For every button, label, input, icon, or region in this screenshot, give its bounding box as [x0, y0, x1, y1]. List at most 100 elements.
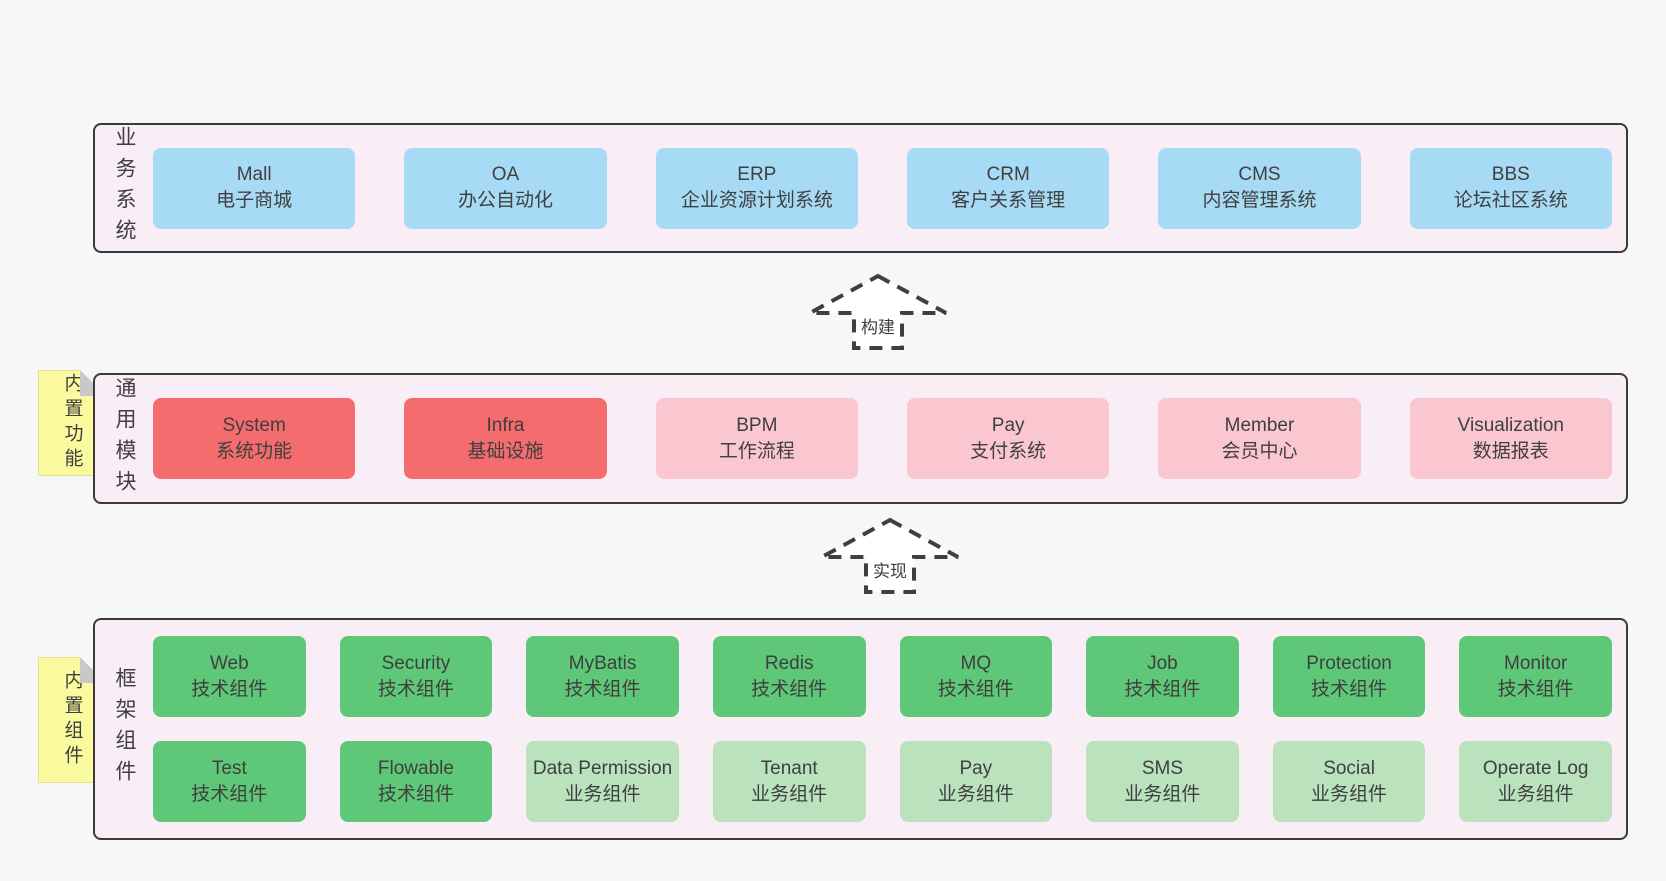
box-desc: 业务组件 [1124, 783, 1201, 805]
box-flowable: Flowable 技术组件 [339, 741, 493, 822]
box-name: Web [209, 652, 249, 674]
panel-rows: System 系统功能 Infra 基础设施 BPM 工作流程 Pay 支付系统… [153, 375, 1626, 502]
box-name: Mall [236, 164, 272, 185]
box-mybatis: MyBatis 技术组件 [526, 636, 679, 717]
box-pay-component: Pay 业务组件 [899, 741, 1053, 822]
arrow-build: 构建 [808, 273, 948, 351]
box-row: Mall 电子商城 OA 办公自动化 ERP 企业资源计划系统 CRM 客户关系… [153, 147, 1612, 229]
box-desc: 系统功能 [216, 440, 293, 462]
box-desc: 电子商城 [216, 190, 293, 211]
box-crm: CRM 客户关系管理 [906, 147, 1110, 229]
box-desc: 内容管理系统 [1202, 190, 1317, 211]
box-monitor: Monitor 技术组件 [1459, 636, 1612, 717]
box-name: Redis [764, 652, 814, 674]
box-row: Test 技术组件 Flowable 技术组件 Data Permission … [153, 741, 1612, 822]
box-desc: 数据报表 [1472, 440, 1549, 462]
arrow-implement: 实现 [820, 517, 960, 595]
box-desc: 技术组件 [1124, 678, 1201, 700]
arrow-up-icon [809, 273, 947, 350]
box-web: Web 技术组件 [153, 636, 306, 717]
box-redis: Redis 技术组件 [712, 636, 866, 717]
box-cms: CMS 内容管理系统 [1158, 147, 1361, 229]
box-name: Member [1224, 414, 1295, 436]
box-desc: 技术组件 [191, 783, 268, 805]
sticky-note-label: 内置组件 [61, 670, 83, 770]
box-name: Flowable [377, 757, 454, 779]
box-sms: SMS 业务组件 [1086, 741, 1239, 822]
box-name: Infra [486, 414, 525, 436]
box-desc: 办公自动化 [457, 190, 553, 211]
box-system: System 系统功能 [153, 398, 356, 479]
box-name: System [222, 414, 286, 436]
arrow-implement-label: 实现 [870, 557, 910, 582]
box-name: OA [491, 164, 520, 185]
box-mall: Mall 电子商城 [153, 147, 356, 229]
box-operate-log: Operate Log 业务组件 [1459, 741, 1612, 822]
box-bpm: BPM 工作流程 [655, 398, 858, 479]
box-name: BPM [736, 414, 778, 436]
box-name: Tenant [760, 757, 818, 779]
box-data-permission: Data Permission 业务组件 [526, 741, 679, 822]
panel-rows: Mall 电子商城 OA 办公自动化 ERP 企业资源计划系统 CRM 客户关系… [153, 125, 1626, 251]
box-name: Pay [959, 757, 993, 779]
box-oa: OA 办公自动化 [404, 147, 607, 229]
box-name: Pay [991, 414, 1025, 436]
box-row: System 系统功能 Infra 基础设施 BPM 工作流程 Pay 支付系统… [153, 398, 1612, 479]
box-name: ERP [737, 164, 777, 185]
arrow-build-label: 构建 [858, 313, 898, 338]
box-tenant: Tenant 业务组件 [712, 741, 866, 822]
box-security: Security 技术组件 [339, 636, 493, 717]
box-job: Job 技术组件 [1086, 636, 1239, 717]
box-name: Monitor [1504, 652, 1568, 674]
box-name: CMS [1238, 164, 1281, 185]
box-desc: 技术组件 [564, 678, 641, 700]
box-name: Job [1147, 652, 1178, 674]
box-desc: 业务组件 [937, 783, 1014, 805]
box-desc: 技术组件 [1311, 678, 1388, 700]
box-desc: 技术组件 [937, 678, 1014, 700]
box-desc: 企业资源计划系统 [680, 190, 833, 211]
panel-framework-components: 框架组件 Web 技术组件 Security 技术组件 MyBatis 技术组件… [93, 618, 1628, 840]
box-desc: 基础设施 [467, 440, 544, 462]
panel-vertical-label: 业务系统 [113, 126, 136, 250]
box-desc: 业务组件 [564, 783, 641, 805]
box-name: MQ [960, 652, 992, 674]
panel-vertical-label: 框架组件 [113, 667, 136, 791]
box-name: Operate Log [1482, 757, 1589, 779]
box-desc: 业务组件 [751, 783, 828, 805]
box-bbs: BBS 论坛社区系统 [1409, 147, 1612, 229]
box-test: Test 技术组件 [153, 741, 306, 822]
box-name: Protection [1306, 652, 1392, 674]
box-name: Test [211, 757, 247, 779]
panel-vertical-label: 通用模块 [113, 376, 136, 501]
box-desc: 会员中心 [1221, 440, 1298, 462]
box-name: MyBatis [568, 652, 637, 674]
box-pay-system: Pay 支付系统 [906, 398, 1110, 479]
box-desc: 客户关系管理 [951, 190, 1066, 211]
box-member: Member 会员中心 [1158, 398, 1361, 479]
box-name: SMS [1141, 757, 1184, 779]
box-name: CRM [986, 164, 1030, 185]
box-name: Social [1323, 757, 1375, 779]
box-desc: 技术组件 [191, 678, 268, 700]
sticky-note-label: 内置功能 [61, 373, 83, 473]
box-protection: Protection 技术组件 [1272, 636, 1426, 717]
box-desc: 技术组件 [1497, 678, 1574, 700]
box-mq: MQ 技术组件 [899, 636, 1053, 717]
box-desc: 技术组件 [751, 678, 828, 700]
box-desc: 技术组件 [377, 783, 454, 805]
arrow-up-icon [821, 517, 959, 594]
box-infra: Infra 基础设施 [404, 398, 607, 479]
box-row: Web 技术组件 Security 技术组件 MyBatis 技术组件 Redi… [153, 636, 1612, 717]
box-name: BBS [1491, 164, 1530, 185]
box-desc: 业务组件 [1497, 783, 1574, 805]
panel-business-systems: 业务系统 Mall 电子商城 OA 办公自动化 ERP 企业资源计划系统 CRM… [93, 123, 1628, 253]
box-desc: 工作流程 [718, 440, 795, 462]
box-desc: 业务组件 [1311, 783, 1388, 805]
box-visualization: Visualization 数据报表 [1409, 398, 1612, 479]
box-desc: 支付系统 [970, 440, 1047, 462]
panel-common-modules: 通用模块 System 系统功能 Infra 基础设施 BPM 工作流程 Pay… [93, 373, 1628, 504]
box-name: Visualization [1457, 414, 1564, 436]
box-social: Social 业务组件 [1272, 741, 1426, 822]
